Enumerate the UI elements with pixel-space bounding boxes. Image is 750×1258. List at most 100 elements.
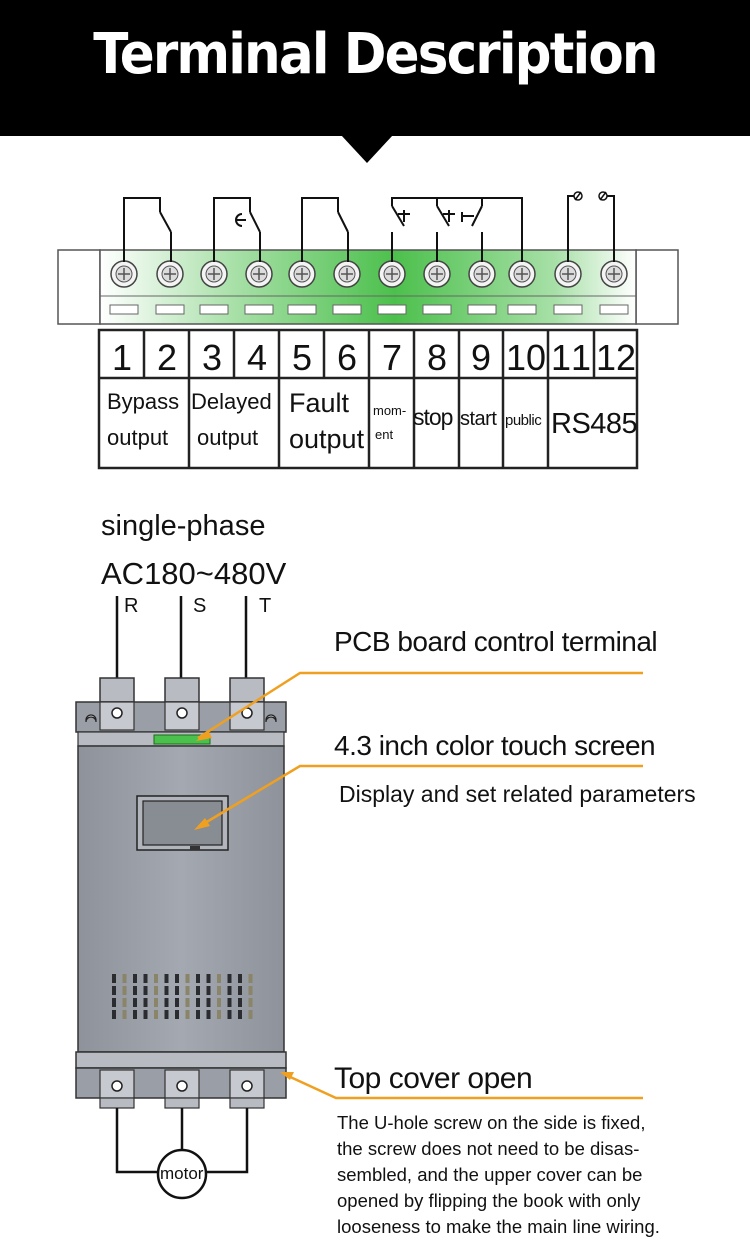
terminal-number: 11 (551, 337, 591, 378)
vent-slot (217, 974, 221, 983)
group-label-rs485: RS485 (551, 408, 638, 440)
vent-slot (206, 1010, 211, 1019)
terminal-number: 7 (382, 337, 402, 378)
vent-slot (154, 986, 158, 995)
supply-voltage-label: AC180~480V (101, 556, 287, 591)
vent-slot (133, 1010, 137, 1019)
group-label-moment-2: ent (375, 427, 394, 442)
terminal-screw (378, 260, 406, 288)
terminal-screw (554, 260, 582, 288)
terminal-screw (110, 260, 138, 288)
terminal-screw (245, 260, 273, 288)
vent-slot (248, 998, 253, 1007)
vent-slot (164, 998, 169, 1007)
vent-slot (227, 998, 232, 1007)
vent-slot (175, 986, 179, 995)
terminal-number: 6 (337, 337, 357, 378)
terminal-number: 9 (471, 337, 491, 378)
vent-slot (154, 974, 158, 983)
phase-label-r: R (124, 595, 139, 617)
vent-slot (196, 1010, 200, 1019)
vent-slot (206, 974, 211, 983)
vent-slot (227, 1010, 232, 1019)
terminal-slot (244, 304, 274, 315)
vent-slot (122, 1010, 127, 1019)
soft-starter-device (75, 677, 287, 1109)
terminal-screw (288, 260, 316, 288)
banner-notch (341, 135, 393, 163)
cover-desc-line: The U-hole screw on the side is fixed, (337, 1112, 646, 1133)
page-title: Terminal Description (93, 22, 658, 87)
vent-slot (248, 974, 253, 983)
group-label-delayed-2: output (197, 425, 259, 450)
terminal-table (97, 328, 639, 470)
vent-slot (196, 986, 200, 995)
terminal-slot (199, 304, 229, 315)
terminal-number: 8 (427, 337, 447, 378)
terminal-number: 10 (506, 337, 546, 378)
terminal-number: 12 (596, 337, 636, 378)
vent-slot (112, 974, 116, 983)
terminal-screw (156, 260, 184, 288)
vent-slot (133, 986, 137, 995)
rs485-connectors (573, 191, 608, 201)
vent-slot (133, 974, 137, 983)
vent-slot (185, 974, 190, 983)
vent-slot (112, 986, 116, 995)
vent-slot (196, 998, 200, 1007)
terminal-screw (600, 260, 628, 288)
group-label-stop: stop (413, 404, 453, 430)
terminal-slot (422, 304, 452, 315)
cover-desc-line: the screw does not need to be disas- (337, 1138, 640, 1159)
vent-slot (143, 974, 148, 983)
callout-touch-screen-sub: Display and set related parameters (339, 781, 696, 807)
terminal-slot (377, 304, 407, 315)
vent-slot (154, 998, 158, 1007)
group-label-fault: Fault (289, 388, 350, 418)
title-banner (0, 0, 750, 136)
vent-slot (196, 974, 200, 983)
terminal-slot (287, 304, 317, 315)
cover-desc-line: looseness to make the main line wiring. (337, 1216, 660, 1237)
vent-slot (227, 974, 232, 983)
vent-slot (122, 998, 127, 1007)
group-label-delayed: Delayed (191, 389, 272, 414)
group-label-fault-2: output (289, 424, 365, 454)
terminal-slot (109, 304, 139, 315)
vent-slot (217, 1010, 221, 1019)
group-label-bypass-2: output (107, 425, 169, 450)
vent-slot (143, 986, 148, 995)
contact-wiring (123, 195, 615, 262)
callout-top-cover: Top cover open (334, 1062, 533, 1095)
vent-slot (185, 998, 190, 1007)
motor-wiring (115, 1108, 249, 1174)
terminal-slot (553, 304, 583, 315)
vent-slot (133, 998, 137, 1007)
cover-desc-line: sembled, and the upper cover can be (337, 1164, 643, 1185)
vent-slot (122, 974, 127, 983)
terminal-number: 1 (112, 337, 132, 378)
vent-slot (143, 998, 148, 1007)
vent-slot (143, 1010, 148, 1019)
callout-leaders (197, 671, 643, 1100)
vent-slot (154, 1010, 158, 1019)
vent-slot (238, 974, 242, 983)
group-label-moment: mom- (373, 403, 407, 418)
vent-slot (185, 986, 190, 995)
terminal-slot (332, 304, 362, 315)
terminal-slot (467, 304, 497, 315)
supply-lines (115, 596, 248, 680)
phase-label-t: T (259, 595, 272, 617)
vent-slot (206, 986, 211, 995)
vent-slot (112, 1010, 116, 1019)
terminal-number: 2 (157, 337, 177, 378)
terminal-number: 4 (247, 337, 267, 378)
terminal-slot (599, 304, 629, 315)
terminal-number: 5 (292, 337, 312, 378)
terminal-screw (200, 260, 228, 288)
vent-slot (164, 1010, 169, 1019)
vent-slot (164, 974, 169, 983)
vent-slot (238, 986, 242, 995)
terminal-block (57, 249, 679, 325)
